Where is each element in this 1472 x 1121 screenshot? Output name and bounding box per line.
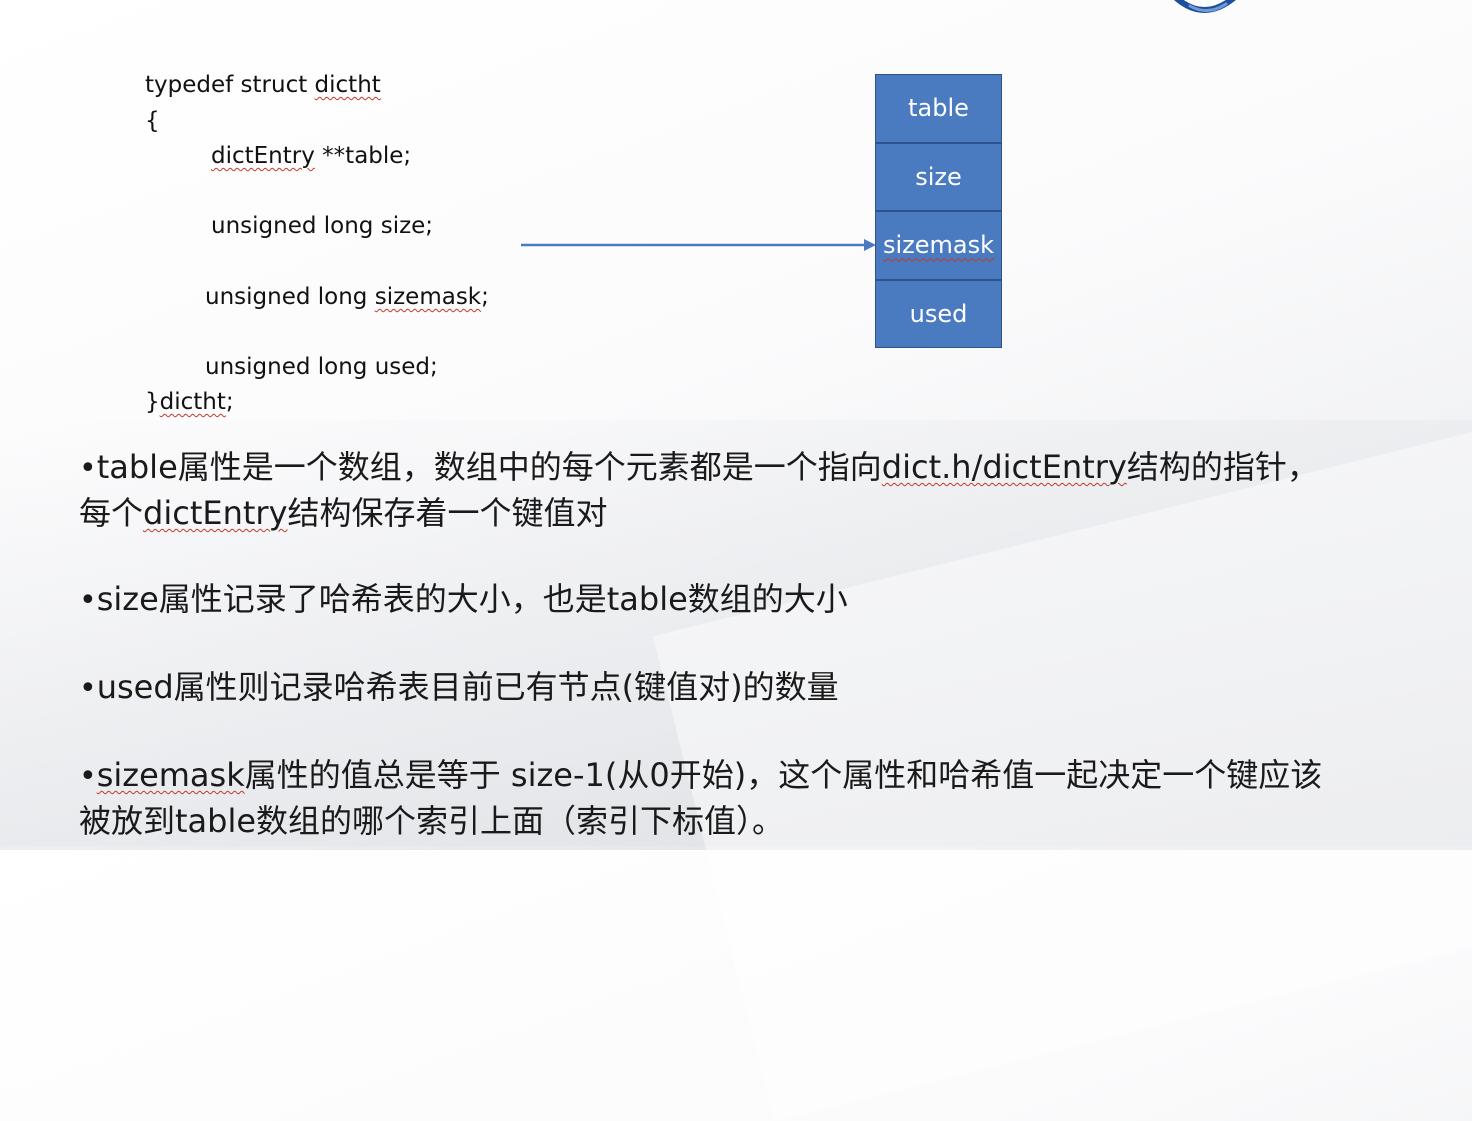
bullet-text: 结构保存着一个键值对 — [287, 494, 608, 532]
code-text: ; — [481, 284, 489, 310]
code-identifier: dictEntry — [211, 143, 315, 169]
bullet-dot: • — [79, 759, 97, 794]
code-line-typedef: typedef struct dictht — [145, 70, 381, 100]
code-line-open-brace: { — [145, 108, 160, 134]
bullet-text: table属性是一个数组，数组中的每个元素都是一个指向 — [96, 448, 882, 486]
struct-field-used: used — [909, 299, 968, 328]
code-identifier: dictht — [159, 389, 226, 415]
bullet-identifier: sizemask — [96, 756, 245, 794]
code-text: ; — [225, 389, 234, 415]
bullet-dot: • — [79, 451, 97, 486]
bullet-dot: • — [79, 671, 97, 706]
code-text: **table; — [314, 143, 412, 169]
struct-field-size: size — [876, 144, 1001, 212]
bullet-table: •table属性是一个数组，数组中的每个元素都是一个指向dict.h/dictE… — [79, 445, 1319, 535]
bullet-text: used属性则记录哈希表目前已有节点(键值对)的数量 — [96, 668, 839, 706]
struct-field-table: table — [876, 75, 1001, 144]
bullet-dot: • — [79, 583, 97, 618]
bullet-text: 每个 — [79, 494, 144, 532]
code-line-table: dictEntry **table; — [211, 141, 411, 171]
bullet-text: size属性记录了哈希表的大小，也是table数组的大小 — [96, 580, 848, 618]
code-identifier: sizemask — [374, 284, 482, 310]
code-line-sizemask: unsigned long sizemask; — [205, 282, 489, 312]
bullet-text: 结构的指针， — [1126, 448, 1319, 486]
logo-arc-icon — [1174, 0, 1236, 13]
bullet-size: •size属性记录了哈希表的大小，也是table数组的大小 — [79, 577, 848, 623]
code-line-close: }dictht; — [145, 387, 234, 417]
bullet-sizemask: •sizemask属性的值总是等于 size-1(从0开始)，这个属性和哈希值一… — [79, 753, 1322, 843]
code-identifier: dictht — [314, 72, 381, 98]
bullet-used: •used属性则记录哈希表目前已有节点(键值对)的数量 — [79, 665, 839, 711]
code-text: typedef struct — [145, 72, 315, 98]
bullet-text: 被放到table数组的哪个索引上面（索引下标值）。 — [79, 802, 785, 840]
dictht-struct-diagram: table size sizemask used — [875, 74, 1002, 348]
code-text: } — [145, 389, 160, 415]
code-line-used: unsigned long used; — [205, 354, 438, 380]
code-line-size: unsigned long size; — [211, 213, 434, 239]
pointer-arrow — [521, 239, 876, 251]
bullet-identifier: dict.h/dictEntry — [881, 448, 1127, 486]
struct-field-sizemask: sizemask — [876, 212, 1001, 281]
code-text: unsigned long — [205, 284, 375, 310]
bullet-identifier: dictEntry — [143, 494, 288, 532]
bullet-text: 属性的值总是等于 size-1(从0开始)，这个属性和哈希值一起决定一个键应该 — [244, 756, 1323, 794]
struct-field-sizemask-label: sizemask — [882, 231, 995, 260]
